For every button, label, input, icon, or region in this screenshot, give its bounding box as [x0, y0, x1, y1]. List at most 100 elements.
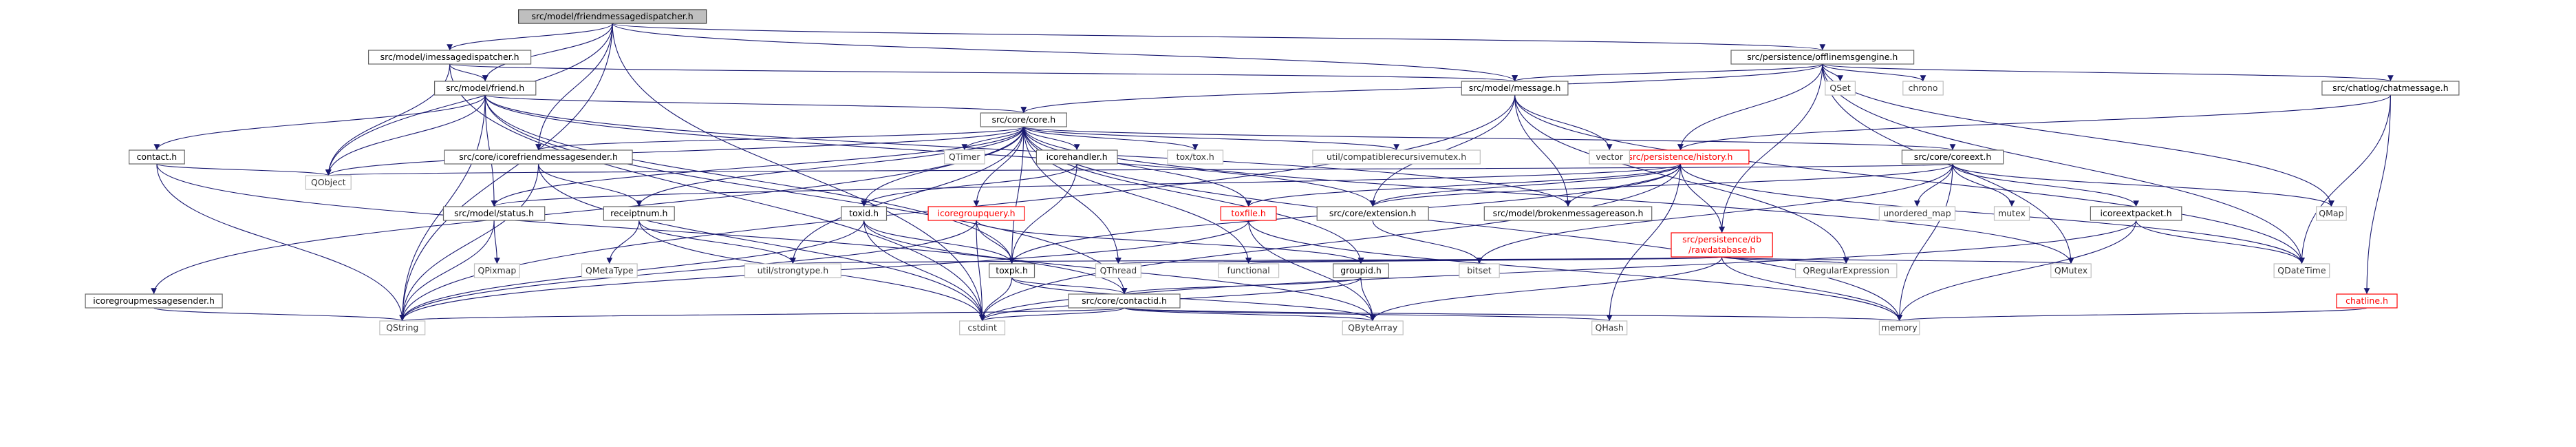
node-icfms[interactable]: src/core/icorefriendmessagesender.h	[444, 149, 633, 165]
edge-friend-to-toxpk	[484, 94, 1015, 264]
edge-core-to-coreext	[1023, 126, 1955, 151]
edge-icfms-to-cstdint	[538, 163, 985, 322]
node-history[interactable]: src/persistence/history.h	[1611, 149, 1750, 165]
edge-toxfile-to-qbytearray	[1248, 220, 1376, 322]
node-label: receiptnum.h	[610, 208, 667, 218]
node-toxfile[interactable]: toxfile.h	[1220, 206, 1277, 221]
node-qdatetime: QDateTime	[2273, 263, 2330, 278]
node-imd[interactable]: src/model/imessagedispatcher.h	[367, 50, 532, 65]
edge-icgms-to-qstring	[153, 307, 405, 322]
node-box	[1217, 263, 1280, 278]
node-groupid[interactable]: groupid.h	[1333, 263, 1389, 278]
node-icgms[interactable]: icoregroupmessagesender.h	[85, 293, 223, 309]
node-friend[interactable]: src/model/friend.h	[433, 81, 537, 96]
node-label: chatline.h	[2346, 295, 2388, 306]
node-label: src/model/status.h	[454, 208, 534, 218]
edge-contact-to-qobject	[156, 163, 332, 176]
node-qstring: QString	[379, 320, 426, 335]
node-toxpk[interactable]: toxpk.h	[989, 263, 1035, 278]
edge-history-to-coreextension	[1369, 163, 1681, 207]
node-vector: vector	[1589, 149, 1631, 165]
node-label: QByteArray	[1348, 322, 1398, 333]
node-toxid[interactable]: toxid.h	[841, 206, 888, 221]
node-functional: functional	[1217, 263, 1280, 278]
edge-core-to-toxfile	[1023, 126, 1252, 207]
node-box	[744, 263, 841, 278]
node-icorehandler[interactable]: icorehandler.h	[1035, 149, 1118, 165]
node-label: util/compatiblerecursivemutex.h	[1327, 152, 1466, 162]
node-label: src/persistence/db	[1682, 234, 1761, 245]
node-box	[129, 149, 185, 165]
node-label: mutex	[1998, 208, 2026, 218]
node-label: toxpk.h	[996, 265, 1028, 276]
node-label: QString	[386, 322, 418, 333]
edge-friend-to-contact	[153, 94, 486, 151]
node-label: src/model/friendmessagedispatcher.h	[532, 11, 694, 21]
node-strongtype: util/strongtype.h	[744, 263, 841, 278]
node-rawdb[interactable]: src/persistence/db/rawdatabase.h	[1671, 232, 1773, 258]
node-box	[1591, 320, 1628, 335]
edge-history-to-rawdb	[1679, 163, 1725, 233]
node-label: QTimer	[949, 152, 980, 162]
node-label: icoreextpacket.h	[2101, 208, 2172, 218]
node-box	[2336, 293, 2398, 309]
edge-chatmessage-to-chatline	[2363, 94, 2391, 295]
node-chatmessage[interactable]: src/chatlog/chatmessage.h	[2321, 81, 2460, 96]
node-box	[2050, 263, 2092, 278]
edge-core-to-toxtox	[1023, 126, 1199, 151]
node-box	[1730, 50, 1915, 65]
node-receiptnum[interactable]: receiptnum.h	[603, 206, 675, 221]
edge-friend-to-core	[484, 94, 1027, 114]
edge-root-to-message	[612, 23, 1518, 82]
edge-root-to-icfms	[535, 23, 613, 151]
node-chatline[interactable]: chatline.h	[2336, 293, 2398, 309]
node-box	[581, 263, 638, 278]
edge-contactid-to-qhash	[1124, 307, 1612, 322]
node-core[interactable]: src/core/core.h	[980, 112, 1067, 127]
node-qtimer: QTimer	[943, 149, 985, 165]
edge-core-to-qthread	[1023, 126, 1121, 264]
edge-core-to-qtimer	[961, 126, 1024, 151]
node-ome[interactable]: src/persistence/offlinemsgengine.h	[1730, 50, 1915, 65]
node-root[interactable]: src/model/friendmessagedispatcher.h	[517, 9, 707, 24]
node-contactid[interactable]: src/core/contactid.h	[1068, 293, 1181, 309]
node-mutex: mutex	[1993, 206, 2030, 221]
edge-coreextension-to-bitset	[1372, 220, 1483, 264]
node-label: icoregroupmessagesender.h	[93, 295, 215, 306]
edge-toxpk-to-qbytearray	[1011, 277, 1376, 322]
node-box	[2273, 263, 2330, 278]
edge-history-to-cstdint	[979, 163, 1681, 322]
edge-icfms-to-qstring	[399, 163, 539, 322]
edge-coreext-to-icoreextpacket	[1952, 163, 2139, 207]
edge-toxfile-to-memory	[1248, 220, 1902, 322]
node-message[interactable]: src/model/message.h	[1461, 81, 1569, 96]
node-box	[1902, 81, 1944, 96]
node-brokenmsg[interactable]: src/model/brokenmessagereason.h	[1483, 206, 1653, 221]
node-qregexp: QRegularExpression	[1795, 263, 1898, 278]
node-box	[1167, 149, 1224, 165]
edge-coreext-to-bitset	[1476, 163, 1953, 264]
node-label: toxfile.h	[1231, 208, 1266, 218]
node-label: src/persistence/history.h	[1628, 152, 1732, 162]
node-coreextension[interactable]: src/core/extension.h	[1316, 206, 1429, 221]
dependency-edges	[151, 23, 2394, 322]
node-box	[1878, 206, 1956, 221]
edge-status-to-qstring	[399, 220, 495, 322]
node-icoreextpacket[interactable]: icoreextpacket.h	[2090, 206, 2182, 221]
edge-ome-to-chatmessage	[1822, 63, 2394, 82]
edge-toxpk-to-contactid	[1011, 277, 1128, 295]
node-status[interactable]: src/model/status.h	[442, 206, 546, 221]
node-label: QMap	[2319, 208, 2343, 218]
node-label: QMetaType	[586, 265, 634, 276]
node-contact[interactable]: contact.h	[129, 149, 185, 165]
node-label: tox/tox.h	[1177, 152, 1214, 162]
node-box	[989, 263, 1035, 278]
edge-imd-to-message	[449, 63, 1517, 82]
node-label: QDateTime	[2277, 265, 2326, 276]
node-qpixmap: QPixmap	[473, 263, 520, 278]
node-label: QHash	[1596, 322, 1624, 333]
node-icgq[interactable]: icoregroupquery.h	[927, 206, 1025, 221]
node-box	[2321, 81, 2460, 96]
node-box	[433, 81, 537, 96]
node-coreext[interactable]: src/core/coreext.h	[1901, 149, 2004, 165]
